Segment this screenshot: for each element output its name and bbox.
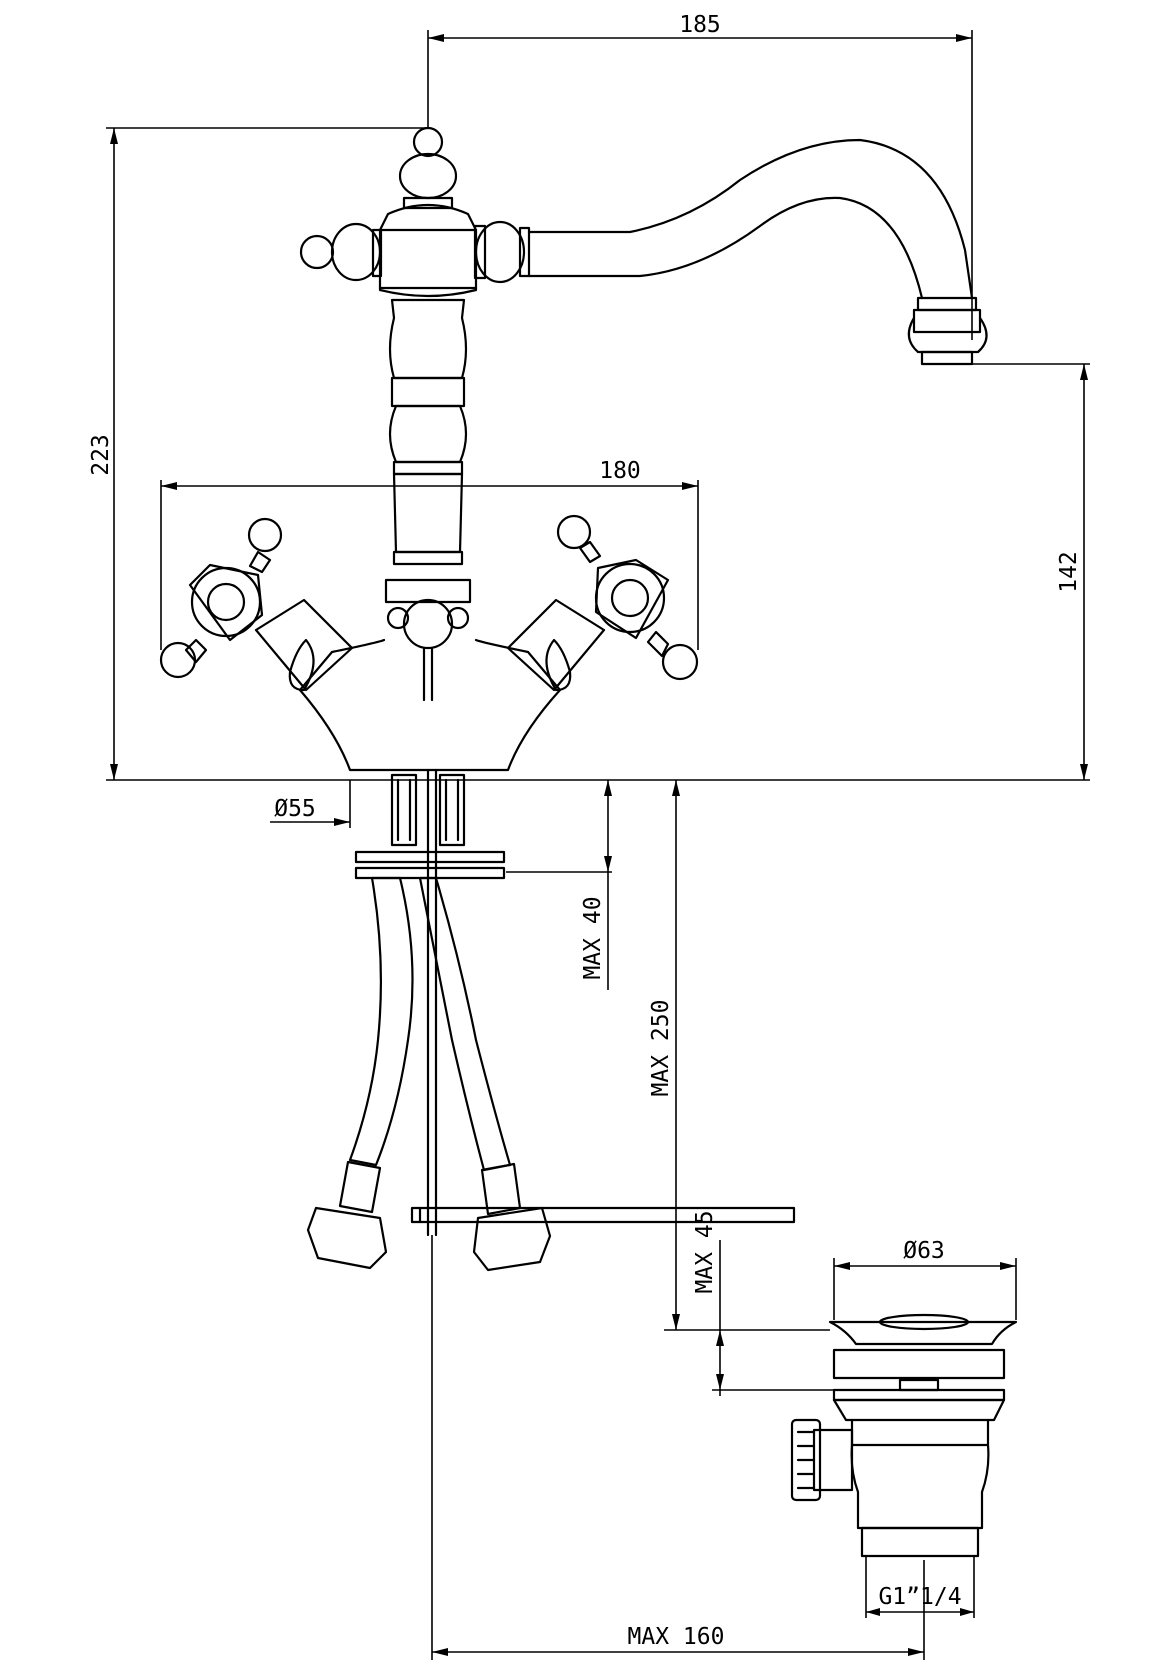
- right-handle: [506, 514, 699, 692]
- pop-up-waste: [790, 1313, 1018, 1558]
- dim-142-label: 142: [1056, 551, 1082, 593]
- dim-max160-label: MAX 160: [628, 1624, 725, 1650]
- spout: [527, 138, 988, 366]
- dim-max40-label: MAX 40: [580, 896, 606, 979]
- mixer-body: [298, 126, 562, 772]
- dim-55-label: Ø55: [274, 796, 316, 822]
- dim-63-label: Ø63: [903, 1238, 945, 1264]
- dim-180-label: 180: [599, 458, 641, 484]
- dim-223-label: 223: [88, 434, 114, 476]
- left-handle: [159, 517, 354, 692]
- dimension-labels: 185 223 142 180 Ø55 MAX 40 MAX 250 MAX 4…: [88, 12, 1082, 1650]
- supply-assembly: [306, 768, 796, 1272]
- dim-185-label: 185: [679, 12, 721, 38]
- dimension-lines: [106, 30, 1090, 1660]
- dim-max45-label: MAX 45: [692, 1210, 718, 1293]
- dim-max250-label: MAX 250: [648, 1000, 674, 1097]
- dim-thread-label: G1”1/4: [878, 1584, 961, 1610]
